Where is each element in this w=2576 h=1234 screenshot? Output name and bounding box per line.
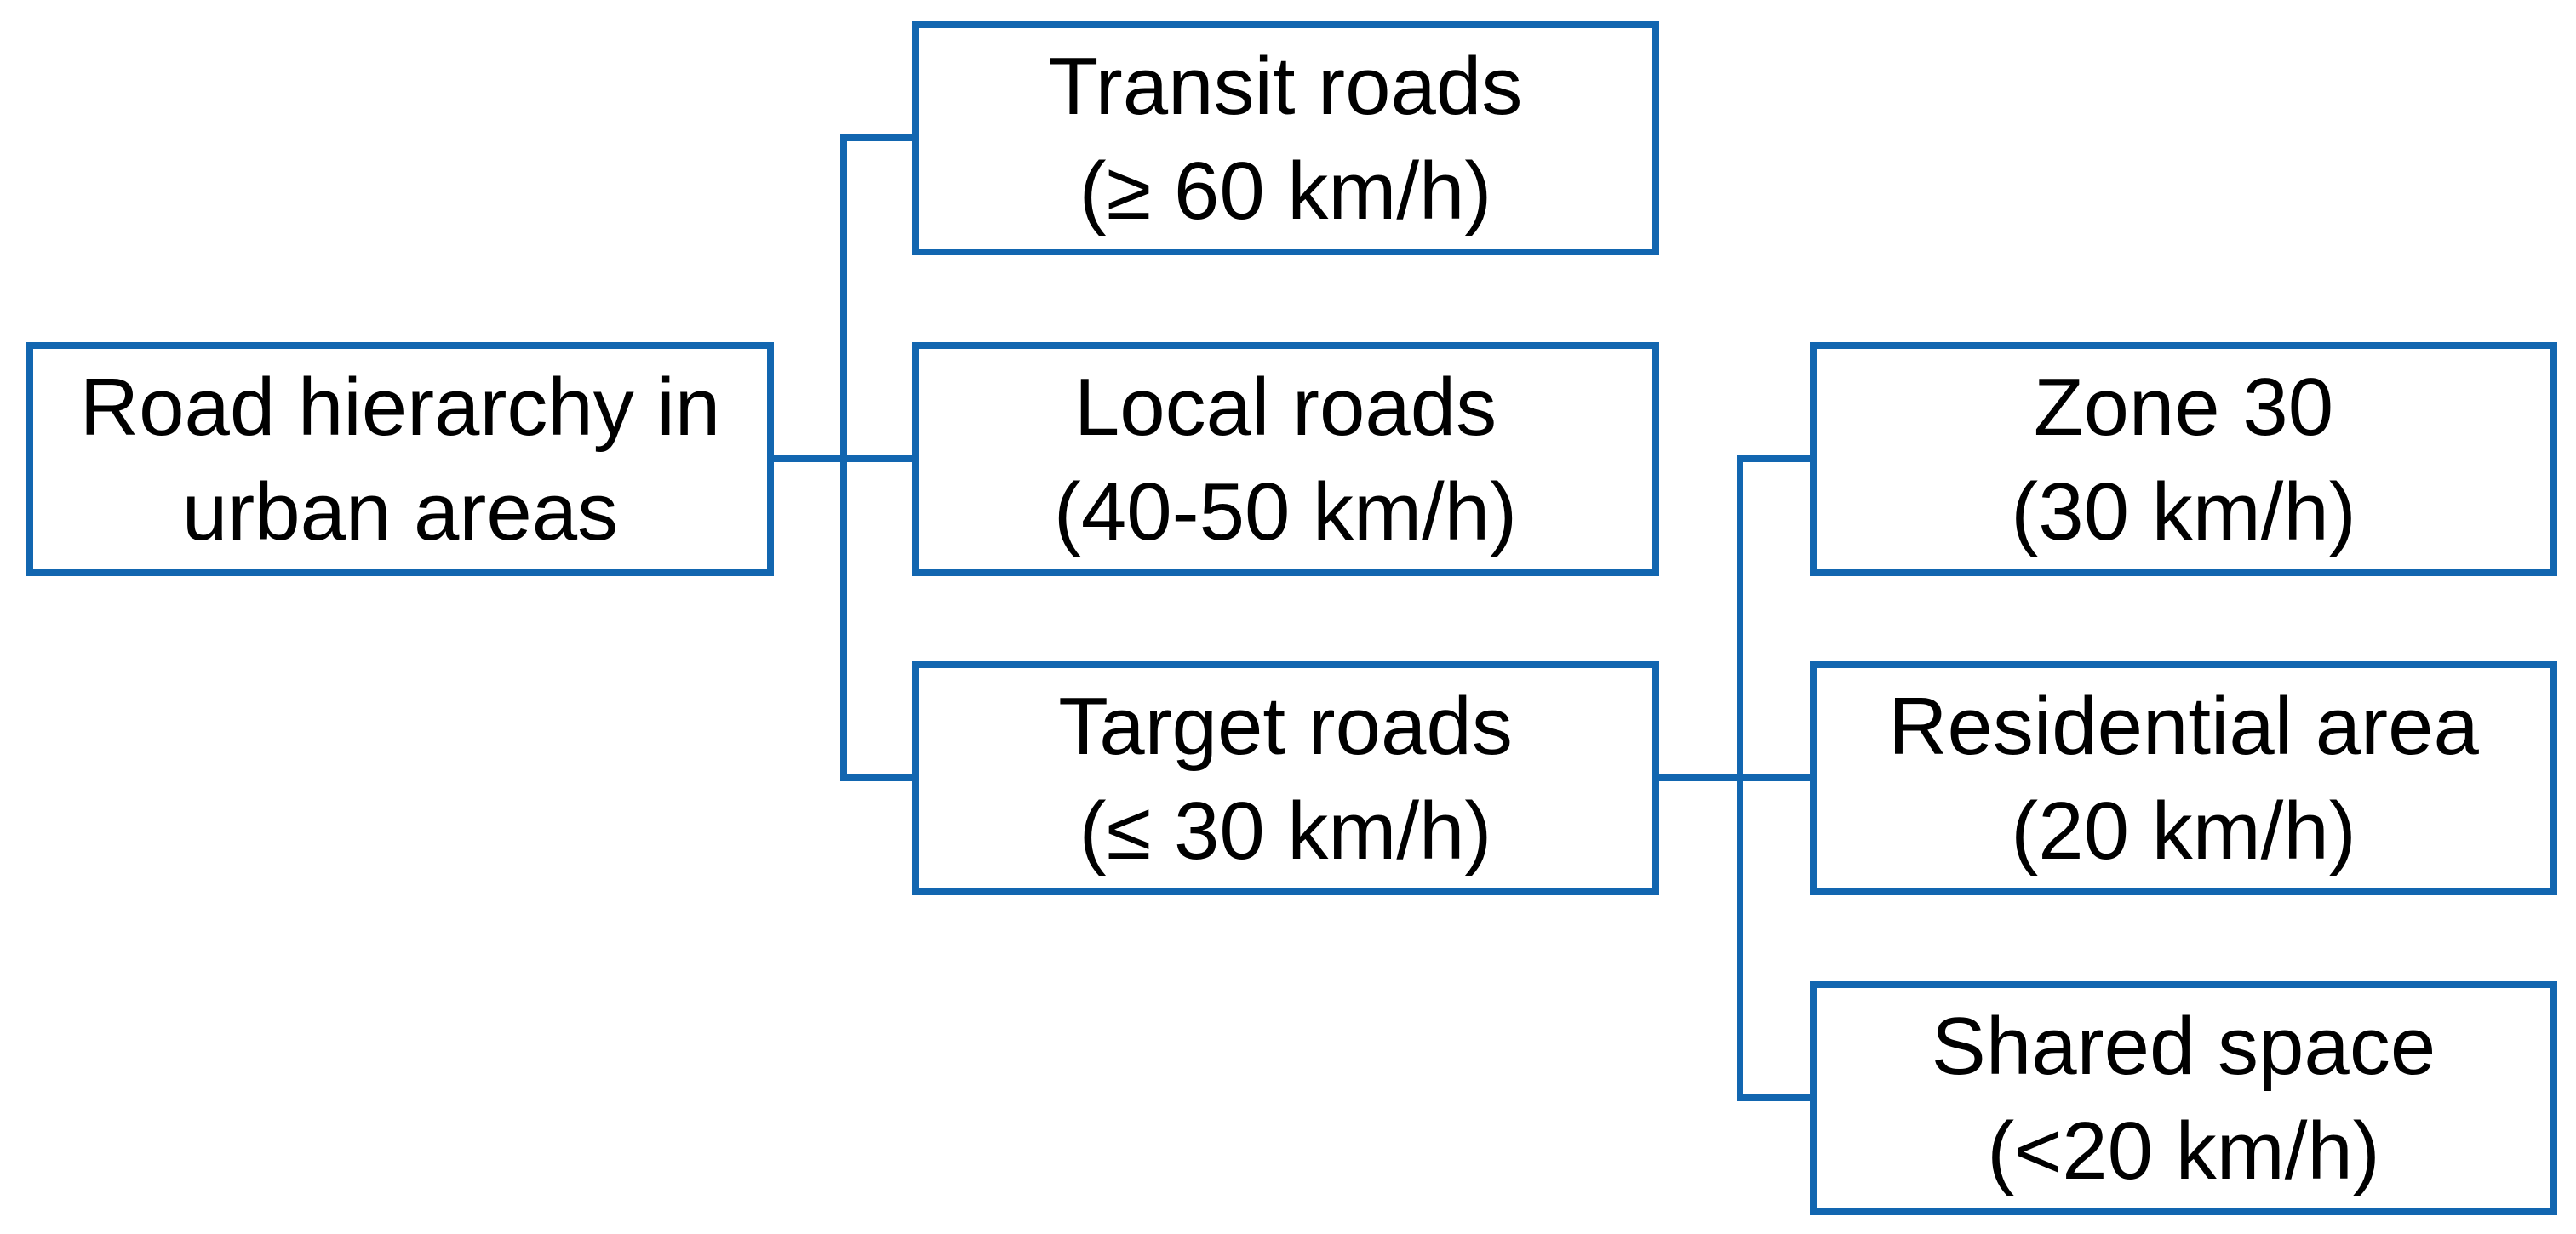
node-title: Local roads	[1073, 361, 1497, 453]
connector-right-spine	[1737, 455, 1743, 1101]
node-title: Target roads	[1058, 680, 1513, 772]
node-target-roads: Target roads (≤ 30 km/h)	[912, 661, 1659, 895]
node-shared-space: Shared space (<20 km/h)	[1810, 981, 2557, 1215]
node-speed-label: (20 km/h)	[2011, 785, 2356, 877]
node-transit-roads: Transit roads (≥ 60 km/h)	[912, 21, 1659, 255]
node-speed-label: (<20 km/h)	[1987, 1105, 2380, 1197]
connector-stub-transit	[840, 134, 912, 141]
connector-stub-shared	[1737, 1094, 1810, 1101]
node-title: Shared space	[1931, 1000, 2436, 1092]
node-speed-label: (≤ 30 km/h)	[1079, 785, 1492, 877]
node-title: Road hierarchy in	[79, 361, 721, 453]
node-zone-30: Zone 30 (30 km/h)	[1810, 342, 2557, 576]
node-title: Residential area	[1888, 680, 2479, 772]
node-speed-label: (≥ 60 km/h)	[1079, 145, 1492, 237]
connector-target-trunk	[1654, 774, 1810, 781]
node-root-road-hierarchy: Road hierarchy in urban areas	[26, 342, 774, 576]
connector-left-spine	[840, 134, 847, 781]
node-speed-label: (30 km/h)	[2011, 466, 2356, 557]
connector-stub-zone30	[1737, 455, 1810, 462]
node-local-roads: Local roads (40-50 km/h)	[912, 342, 1659, 576]
node-title: Transit roads	[1048, 40, 1523, 132]
connector-stub-target	[840, 774, 912, 781]
node-subtitle: urban areas	[181, 466, 619, 557]
node-title: Zone 30	[2033, 361, 2334, 453]
node-residential-area: Residential area (20 km/h)	[1810, 661, 2557, 895]
node-speed-label: (40-50 km/h)	[1053, 466, 1518, 557]
